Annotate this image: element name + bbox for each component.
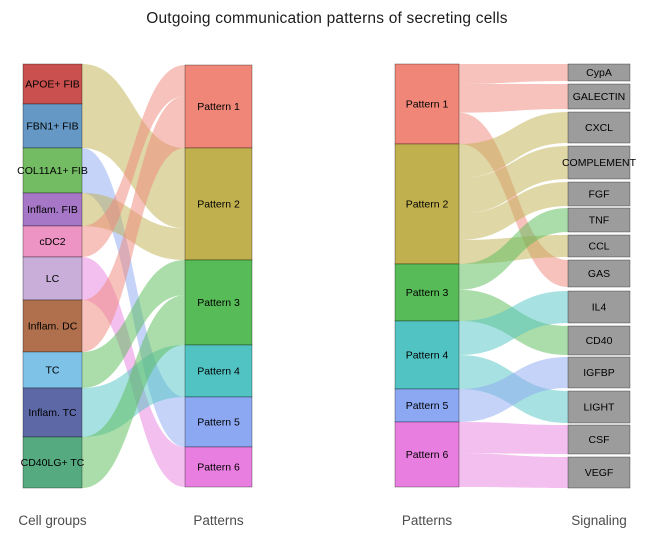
node-pattern-5 — [184, 396, 253, 448]
node-vegf — [567, 456, 631, 489]
node-label-inflam-fib: Inflam. FIB — [27, 204, 78, 216]
node-pattern-6 — [394, 421, 460, 488]
node-label-pattern-3: Pattern 3 — [406, 287, 449, 299]
node-label-igfbp: IGFBP — [583, 367, 615, 379]
node-inflam-fib — [22, 192, 83, 227]
node-label-pattern-3: Pattern 3 — [197, 297, 240, 309]
node-label-vegf: VEGF — [585, 467, 614, 479]
flow-inflam-dc-to-pattern-1 — [82, 96, 185, 352]
node-label-pattern-6: Pattern 6 — [197, 462, 240, 474]
node-label-pattern-1: Pattern 1 — [406, 99, 449, 111]
node-cxcl — [567, 111, 631, 144]
node-lc — [22, 256, 83, 301]
chart-title: Outgoing communication patterns of secre… — [146, 10, 508, 27]
node-label-cypa: CypA — [586, 67, 612, 79]
node-label-light: LIGHT — [584, 402, 616, 414]
node-pattern-2 — [394, 143, 460, 265]
node-label-galectin: GALECTIN — [573, 91, 626, 103]
node-label-cxcl: CXCL — [585, 122, 613, 134]
node-label-il4: IL4 — [592, 302, 607, 314]
flow-pattern-5-to-igfbp — [459, 357, 568, 422]
flow-pattern-1-to-galectin — [459, 83, 568, 113]
node-label-pattern-2: Pattern 2 — [406, 199, 449, 211]
node-label-pattern-6: Pattern 6 — [406, 449, 449, 461]
node-cd40 — [567, 325, 631, 356]
axis-label-cell-groups: Cell groups — [18, 513, 87, 528]
node-label-tnf: TNF — [589, 215, 609, 227]
node-fgf — [567, 181, 631, 207]
node-cypa — [567, 63, 631, 82]
flow-pattern-6-to-vegf — [459, 453, 568, 488]
node-label-inflam-dc: Inflam. DC — [28, 321, 78, 333]
node-pattern-2 — [184, 147, 253, 261]
flow-cdc2-to-pattern-1 — [82, 65, 185, 257]
node-label-fbn1-fib: FBN1+ FIB — [26, 121, 78, 133]
node-pattern-6 — [184, 446, 253, 488]
node-label-pattern-2: Pattern 2 — [197, 199, 240, 211]
axis-label-patterns-left: Patterns — [193, 513, 244, 528]
flow-pattern-6-to-csf — [459, 422, 568, 454]
node-pattern-5 — [394, 388, 460, 423]
node-cd40lg-tc — [22, 436, 83, 489]
node-galectin — [567, 83, 631, 110]
node-complement — [567, 145, 631, 180]
node-label-col11a1-fib: COL11A1+ FIB — [17, 165, 88, 177]
node-apoe-fib — [22, 63, 83, 105]
node-gas — [567, 259, 631, 288]
node-label-fgf: FGF — [589, 189, 610, 201]
node-il4 — [567, 290, 631, 324]
node-tnf — [567, 207, 631, 233]
node-ccl — [567, 234, 631, 258]
node-label-tc: TC — [46, 365, 60, 377]
node-label-cd40: CD40 — [586, 335, 613, 347]
flow-pattern-2-to-fgf — [459, 182, 568, 240]
node-label-pattern-5: Pattern 5 — [406, 400, 449, 412]
node-pattern-3 — [394, 263, 460, 322]
flow-tc-to-pattern-3 — [82, 260, 185, 388]
node-label-pattern-4: Pattern 4 — [197, 366, 240, 378]
node-fbn1-fib — [22, 103, 83, 149]
node-label-pattern-1: Pattern 1 — [197, 101, 240, 113]
node-label-pattern-4: Pattern 4 — [406, 350, 449, 362]
flow-pattern-4-to-il4 — [459, 291, 568, 355]
node-label-apoe-fib: APOE+ FIB — [25, 79, 80, 91]
node-label-ccl: CCL — [588, 241, 609, 253]
node-cdc2 — [22, 225, 83, 258]
node-pattern-3 — [184, 259, 253, 346]
node-pattern-1 — [184, 64, 253, 149]
node-col11a1-fib — [22, 147, 83, 194]
node-pattern-4 — [184, 344, 253, 398]
flow-pattern-2-to-cxcl — [459, 112, 568, 178]
node-label-inflam-tc: Inflam. TC — [28, 407, 77, 419]
node-label-cdc2: cDC2 — [39, 236, 65, 248]
node-pattern-4 — [394, 320, 460, 390]
flow-cd40lg-tc-to-pattern-3 — [82, 295, 185, 488]
node-pattern-1 — [394, 63, 460, 145]
node-label-csf: CSF — [589, 434, 610, 446]
node-csf — [567, 424, 631, 455]
node-label-cd40lg-tc: CD40LG+ TC — [21, 457, 85, 469]
node-igfbp — [567, 356, 631, 389]
node-inflam-tc — [22, 387, 83, 438]
axis-label-signaling: Signaling — [571, 513, 627, 528]
node-label-gas: GAS — [588, 268, 610, 280]
flow-pattern-2-to-complement — [459, 146, 568, 214]
axis-label-patterns-right: Patterns — [401, 513, 453, 528]
node-label-lc: LC — [46, 273, 60, 285]
flow-pattern-1-to-cypa — [459, 64, 568, 84]
node-label-pattern-5: Pattern 5 — [197, 417, 240, 429]
node-label-complement: COMPLEMENT — [562, 157, 637, 169]
node-light — [567, 390, 631, 424]
node-inflam-dc — [22, 299, 83, 353]
flow-pattern-3-to-tnf — [459, 208, 568, 290]
